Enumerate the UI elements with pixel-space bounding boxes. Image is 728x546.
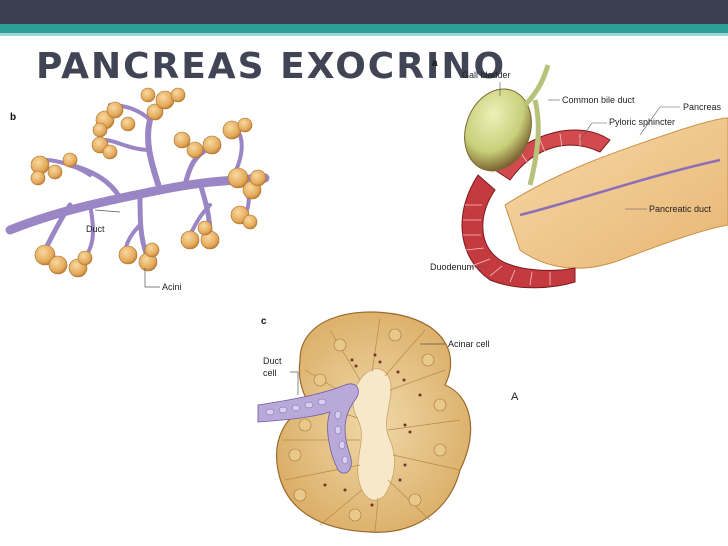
label-gallbladder: Gall bladder [462, 70, 511, 80]
duct-leader [94, 209, 121, 213]
bile-duct-shape [523, 64, 551, 186]
top-bar [0, 0, 728, 24]
gallbladder-shape [464, 88, 532, 172]
accent-stripe-light [0, 33, 728, 36]
duodenum-folds [463, 133, 581, 286]
cell-nuclei [288, 328, 447, 522]
label-acini: Acini [162, 282, 182, 292]
panel-c: c [257, 311, 519, 533]
panel-c-letter: c [261, 316, 267, 327]
panel-a-leaders [470, 82, 680, 268]
label-acinar-cell: Acinar cell [448, 339, 490, 349]
acinar-cells [282, 317, 461, 533]
label-a-marker: A [511, 391, 519, 403]
slide-title: PANCREAS EXOCRINO [36, 46, 507, 87]
label-duodenum: Duodenum [430, 262, 474, 272]
duodenum-upper [494, 129, 611, 181]
duodenum-shape [461, 174, 576, 289]
label-duct-cell-1: Duct [263, 356, 282, 366]
label-pyloric-sphincter: Pyloric sphincter [609, 117, 675, 127]
label-pancreatic-duct: Pancreatic duct [649, 204, 712, 214]
pancreatic-duct-line [519, 158, 721, 217]
label-duct: Duct [86, 224, 105, 234]
acini-clusters [30, 87, 267, 278]
label-duct-cell-2: cell [263, 368, 277, 378]
acini-leader [144, 268, 160, 288]
panel-b: b [5, 87, 270, 292]
duct-cell-nuclei [265, 398, 349, 465]
accent-stripe [0, 24, 728, 33]
panel-b-letter: b [10, 112, 16, 123]
panel-a: a Gall bladder Common bile duct Pancreas… [430, 58, 728, 289]
acinus-lumen [352, 368, 395, 501]
label-common-bile-duct: Common bile duct [562, 95, 635, 105]
duct-cell-leader [290, 371, 299, 395]
pancreas-shape [504, 117, 728, 269]
intercalated-duct [257, 383, 359, 474]
panel-a-letter: a [432, 58, 438, 69]
label-pancreas: Pancreas [683, 102, 722, 112]
